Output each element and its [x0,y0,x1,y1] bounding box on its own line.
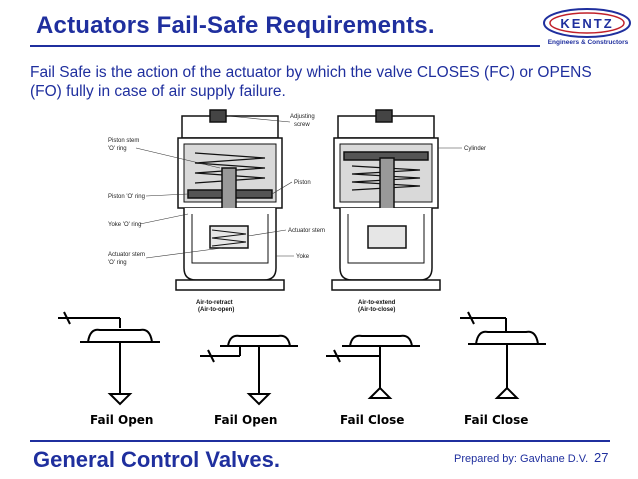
logo-tagline: Engineers & Constructors [547,39,629,46]
caption-air-to-extend: Air-to-extend [358,300,396,306]
label-actuator-stem-o-ring-2: 'O' ring [108,260,127,266]
label-cylinder: Cylinder [464,146,486,152]
label-adjusting-screw-2: screw [294,122,310,128]
label-piston-o-ring: Piston 'O' ring [108,194,145,200]
footer-title: General Control Valves. [33,447,280,472]
label-yoke: Yoke [296,254,310,260]
caption-air-to-close: (Air-to-close) [358,307,395,313]
kentz-logo: KENTZ [543,8,631,38]
left-leader-lines [135,147,223,259]
schematic-label-fail-close-1: Fail Close [340,413,404,427]
schematic-label-fail-open-1: Fail Open [90,413,153,427]
schematic-fail-close-1 [326,334,420,399]
schematic-label-fail-close-2: Fail Close [464,413,528,427]
air-to-retract-actuator [175,109,285,291]
prepared-by: Prepared by: Gavhane D.V. [454,453,589,465]
footer-rule [30,440,610,442]
label-adjusting-screw-1: Adjusting [290,114,315,120]
logo-brand: KENTZ [560,16,613,31]
caption-air-to-retract: Air-to-retract [196,300,233,306]
caption-air-to-open: (Air-to-open) [198,307,234,313]
label-piston-stem-o-ring-1: Piston stem [108,138,139,144]
label-piston-stem-o-ring-2: 'O' ring [108,146,127,152]
mid-leader-lines [227,115,462,257]
actuator-cross-section-figure: Piston stem 'O' ring Piston 'O' ring Yok… [108,109,486,313]
title-underline [30,45,540,47]
label-piston: Piston [294,180,311,186]
slide-title: Actuators Fail-Safe Requirements. [36,12,435,39]
schematic-fail-open-2 [200,334,298,406]
schematic-fail-open-1 [58,311,160,406]
label-actuator-stem-o-ring-1: Actuator stem [108,252,145,258]
page-number: 27 [594,450,609,465]
fail-safe-schematics: Fail Open Fail Open Fail Close Fail Clos… [58,311,546,427]
air-to-extend-actuator [331,109,441,291]
label-actuator-stem: Actuator stem [288,228,325,234]
label-yoke-o-ring: Yoke 'O' ring [108,222,141,228]
schematic-fail-close-2 [460,311,546,399]
schematic-label-fail-open-2: Fail Open [214,413,277,427]
intro-paragraph: Fail Safe is the action of the actuator … [30,64,592,100]
